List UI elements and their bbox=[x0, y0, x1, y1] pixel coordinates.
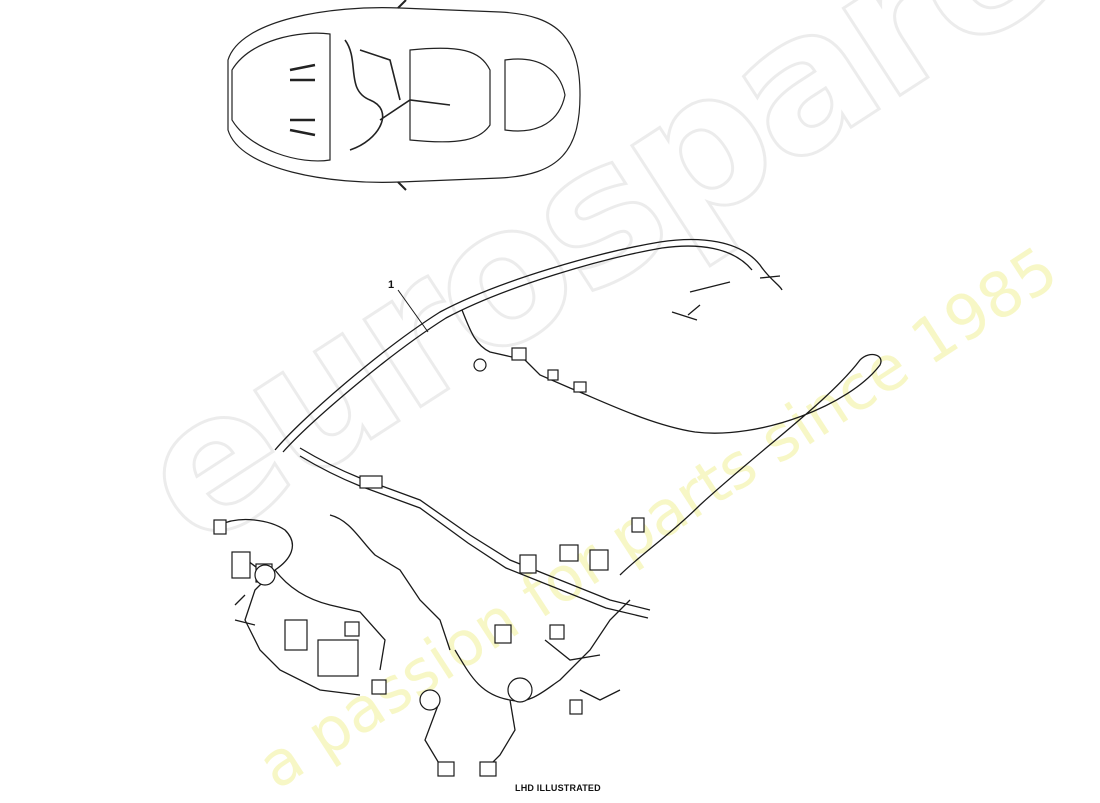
car-top-view bbox=[227, 0, 581, 191]
harness-connectors bbox=[213, 347, 645, 777]
callout-label-1: 1 bbox=[388, 279, 395, 291]
harness-main bbox=[219, 238, 882, 771]
diagram-caption: LHD ILLUSTRATED bbox=[515, 783, 601, 793]
callout-leader-1 bbox=[397, 289, 429, 333]
